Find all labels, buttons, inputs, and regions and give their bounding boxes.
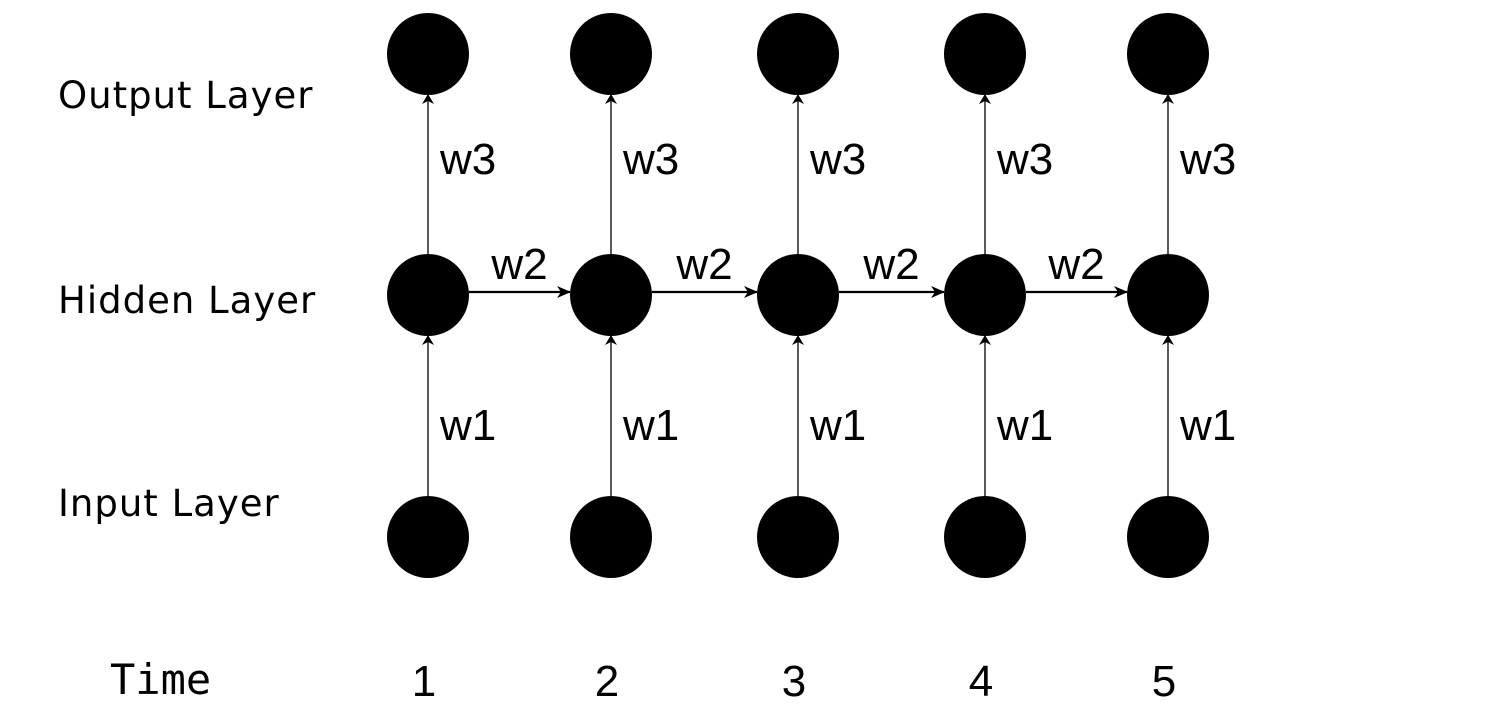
input-node-3	[757, 496, 839, 578]
weight-label-w3-1: w3	[439, 135, 496, 184]
output-layer-label: Output Layer	[58, 74, 313, 117]
timestep-label-2: 2	[595, 657, 619, 706]
output-node-1	[387, 13, 469, 95]
weight-label-w2-1: w2	[490, 240, 547, 289]
weight-label-w1-4: w1	[996, 401, 1053, 450]
timestep-label-5: 5	[1152, 657, 1176, 706]
hidden-node-5	[1127, 254, 1209, 336]
time-label: Time	[110, 655, 211, 704]
hidden-node-4	[944, 254, 1026, 336]
weight-label-w1-5: w1	[1179, 401, 1236, 450]
timestep-label-3: 3	[782, 657, 806, 706]
weight-labels-group: w2 w3 w1 w2 w3 w1 w2 w3 w1 w2 w3 w1 w3 w1	[439, 135, 1236, 450]
input-node-5	[1127, 496, 1209, 578]
weight-label-w2-4: w2	[1047, 240, 1104, 289]
input-node-1	[387, 496, 469, 578]
hidden-node-2	[570, 254, 652, 336]
weight-label-w1-3: w1	[809, 401, 866, 450]
edges-group	[422, 94, 1174, 496]
output-node-3	[757, 13, 839, 95]
weight-label-w3-2: w3	[622, 135, 679, 184]
nodes-group	[387, 13, 1209, 578]
hidden-node-1	[387, 254, 469, 336]
weight-label-w2-2: w2	[675, 240, 732, 289]
timestep-label-1: 1	[412, 657, 436, 706]
weight-label-w3-4: w3	[996, 135, 1053, 184]
input-node-4	[944, 496, 1026, 578]
weight-label-w3-3: w3	[809, 135, 866, 184]
output-node-5	[1127, 13, 1209, 95]
output-node-2	[570, 13, 652, 95]
timestep-label-4: 4	[969, 657, 993, 706]
weight-label-w3-5: w3	[1179, 135, 1236, 184]
weight-label-w1-2: w1	[622, 401, 679, 450]
input-node-2	[570, 496, 652, 578]
input-layer-label: Input Layer	[58, 482, 280, 525]
hidden-node-3	[757, 254, 839, 336]
weight-label-w1-1: w1	[439, 401, 496, 450]
hidden-layer-label: Hidden Layer	[58, 279, 316, 322]
output-node-4	[944, 13, 1026, 95]
timestep-labels-group: 1 2 3 4 5	[412, 657, 1176, 706]
weight-label-w2-3: w2	[862, 240, 919, 289]
